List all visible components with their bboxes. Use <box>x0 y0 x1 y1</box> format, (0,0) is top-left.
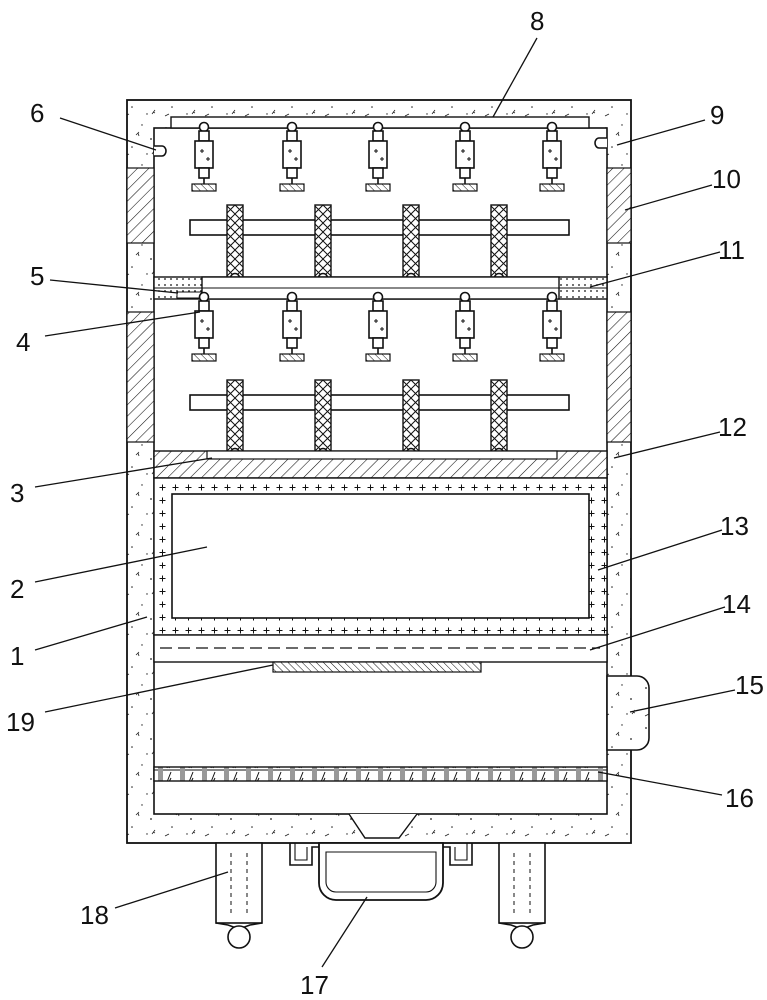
callout-6: 6 <box>30 98 44 128</box>
callout-19: 19 <box>6 707 35 737</box>
callout-4: 4 <box>16 327 30 357</box>
callout-12: 12 <box>718 412 747 442</box>
callout-18: 18 <box>80 900 109 930</box>
mesh-screen <box>153 766 608 782</box>
heating-element <box>272 661 482 673</box>
lower-rack-bar <box>189 394 570 411</box>
side-heater-strips <box>126 167 632 443</box>
sensor-right <box>594 137 607 149</box>
callout-17: 17 <box>300 970 329 1000</box>
callout-16: 16 <box>725 783 754 813</box>
discharge-funnel <box>348 813 418 839</box>
callout-1: 1 <box>10 641 24 671</box>
callout-3: 3 <box>10 478 24 508</box>
collection-drawer <box>289 842 473 901</box>
callout-10: 10 <box>712 164 741 194</box>
callout-9: 9 <box>710 100 724 130</box>
callout-2: 2 <box>10 574 24 604</box>
support-plate <box>153 450 608 479</box>
callout-numbers: 1 2 3 4 5 6 8 9 10 11 12 13 14 15 16 17 … <box>6 6 764 1000</box>
callout-11: 11 <box>718 235 745 265</box>
callout-13: 13 <box>720 511 749 541</box>
right-leg <box>498 842 546 949</box>
callout-5: 5 <box>30 261 44 291</box>
sensor-left <box>154 145 167 157</box>
callout-14: 14 <box>722 589 751 619</box>
leader-lines <box>34 37 736 968</box>
upper-rack-bar <box>189 219 570 236</box>
callout-8: 8 <box>530 6 544 36</box>
callout-15: 15 <box>735 670 764 700</box>
insulated-chamber <box>153 477 608 636</box>
left-leg <box>215 842 263 949</box>
filter-layer <box>153 634 608 663</box>
control-box <box>606 675 650 751</box>
